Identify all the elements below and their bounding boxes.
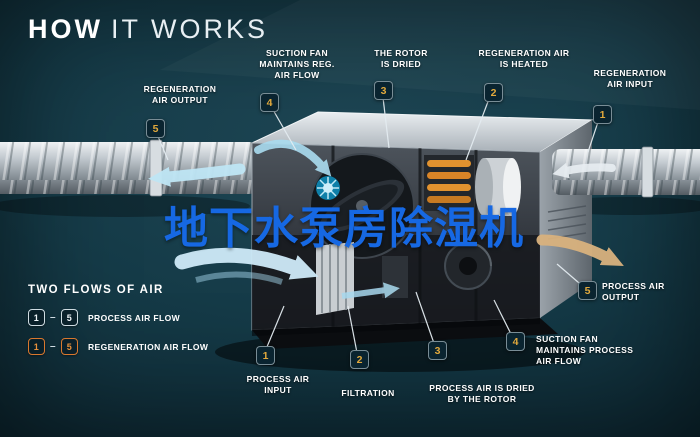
badge-regeneration-air-heated: 2 (484, 83, 503, 102)
badge-number: 5 (152, 122, 159, 135)
process-output-arrow (536, 234, 624, 266)
badge-number: 2 (356, 353, 363, 366)
process-input-arrow (174, 247, 319, 280)
label-regeneration-air-input: REGENERATION AIR INPUT (593, 68, 667, 90)
label-process-air-dried-by-rotor: PROCESS AIR IS DRIED BY THE ROTOR (429, 383, 535, 405)
badge-regeneration-air-output: 5 (146, 119, 165, 138)
heater (424, 155, 474, 211)
internal-airflow-arrow (341, 282, 400, 299)
badge-number: 1 (262, 349, 269, 362)
label-regeneration-air-output: REGENERATION AIR OUTPUT (143, 84, 217, 106)
label-filtration: FILTRATION (341, 388, 395, 398)
legend-label-regeneration: REGENERATION AIR FLOW (87, 341, 209, 352)
regeneration-output-arrow (148, 163, 246, 187)
label-suction-fan-reg-air-flow: SUCTION FAN MAINTAINS REG. AIR FLOW (259, 48, 335, 81)
badge-number: 5 (584, 284, 591, 297)
badge-number: 3 (380, 84, 387, 97)
legend-label-process: PROCESS AIR FLOW (87, 312, 180, 323)
title-bold: HOW (28, 14, 103, 44)
legend-title: TWO FLOWS OF AIR (28, 284, 164, 296)
rotor-cassette (475, 158, 521, 216)
right-duct (552, 146, 700, 198)
label-suction-fan-process-air-flow: SUCTION FAN MAINTAINS PROCESS AIR FLOW (536, 334, 634, 367)
left-duct (0, 139, 258, 197)
badge-filtration: 2 (350, 350, 369, 369)
badge-suction-fan-process-air-flow: 4 (506, 332, 525, 351)
watermark-text: 地下水泵房除湿机 (164, 203, 524, 254)
legend-row-process-air-flow: 1 – 5 PROCESS AIR FLOW (28, 309, 208, 326)
label-process-air-output: PROCESS AIR OUTPUT (602, 281, 665, 303)
process-fan (444, 242, 492, 290)
badge-number: 1 (599, 108, 606, 121)
badge-process-air-dried-by-rotor: 3 (428, 341, 447, 360)
badge-number: 2 (490, 86, 497, 99)
title-light: IT WORKS (110, 14, 268, 44)
badge-regeneration-air-input: 1 (593, 105, 612, 124)
badge-process-air-input: 1 (256, 346, 275, 365)
badge-number: 4 (512, 335, 519, 348)
base-edge (252, 318, 540, 336)
label-process-air-input: PROCESS AIR INPUT (246, 374, 310, 396)
label-rotor-is-dried: THE ROTOR IS DRIED (374, 48, 428, 70)
legend-badge-regeneration-to: 5 (60, 338, 78, 355)
badge-number: 3 (434, 344, 441, 357)
badge-rotor-is-dried: 3 (374, 81, 393, 100)
legend-dash: – (50, 341, 56, 352)
badge-number: 4 (266, 96, 273, 109)
label-regeneration-air-heated: REGENERATION AIR IS HEATED (478, 48, 570, 70)
process-input-arrow-echo (195, 271, 283, 285)
legend-dash: – (50, 312, 56, 323)
regeneration-fan (316, 176, 340, 200)
machine-body (251, 111, 594, 349)
legend-badge-process-from: 1 (28, 309, 45, 326)
legend-row-regeneration-air-flow: 1 – 5 REGENERATION AIR FLOW (28, 338, 208, 355)
regeneration-input-arrow (552, 162, 616, 179)
legend-badge-process-to: 5 (60, 309, 78, 326)
legend: TWO FLOWS OF AIR 1 – 5 PROCESS AIR FLOW … (28, 284, 208, 367)
badge-suction-fan-reg-air-flow: 4 (260, 93, 279, 112)
badge-process-air-output: 5 (578, 281, 597, 300)
legend-badge-regeneration-from: 1 (28, 338, 45, 355)
left-duct-shadow (0, 195, 250, 217)
